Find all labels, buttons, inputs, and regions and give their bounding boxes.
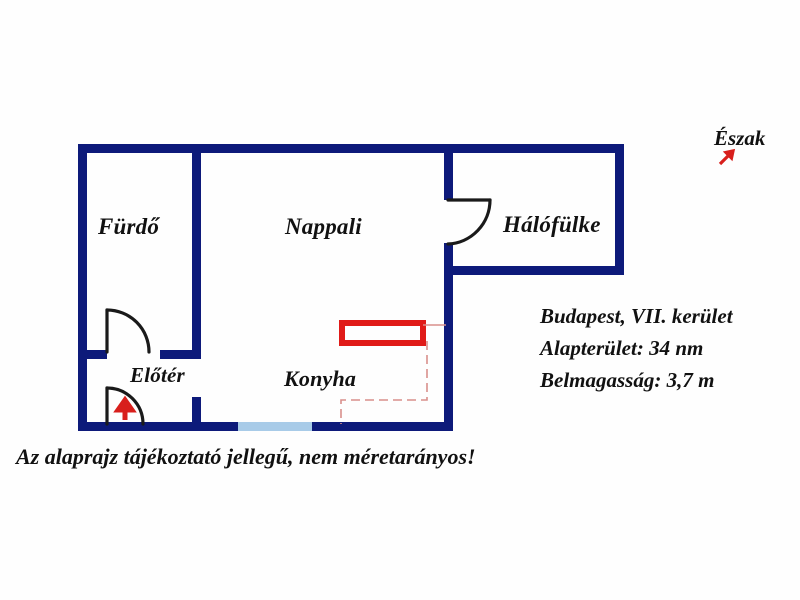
wall-main-right-lower [444,266,453,431]
kitchen-counter [339,320,426,346]
wall-bottom-left [78,422,238,431]
wall-top-main [78,144,624,153]
wall-left-outer [78,144,87,431]
room-label-konyha: Konyha [284,366,357,391]
kitchen-fixture-group [339,320,446,424]
room-label-furdo: Fürdő [98,214,160,239]
wall-right-outer [615,144,624,275]
wall-furdo-eloter-left [78,350,107,359]
wall-bottom-right [312,422,453,431]
property-location: Budapest, VII. kerület [540,304,733,328]
wall-halofulke-bottom [453,266,624,275]
property-ceiling-height: Belmagasság: 3,7 m [540,368,715,392]
entrance-direction-arrow-icon [113,395,137,420]
property-info: Budapest, VII. kerület Alapterület: 34 n… [540,300,733,396]
wall-halofulke-divider-upper [444,144,453,200]
room-label-nappali: Nappali [285,214,362,239]
kitchen-outline [340,341,428,424]
window-bottom [238,422,312,431]
door-group [105,198,492,426]
compass: Észak [714,126,766,166]
plan-disclaimer: Az alaprajz tájékoztató jellegű, nem mér… [16,444,476,469]
wall-left-divider-lower [192,397,201,431]
door-halofulke [446,198,492,246]
property-floor-area: Alapterület: 34 nm [540,336,704,360]
room-label-halofulke: Hálófülke [503,212,601,237]
north-arrow-icon [718,148,736,166]
wall-group [78,144,624,431]
room-label-eloter: Előtér [130,363,185,387]
door-entrance [105,386,145,426]
compass-north-label: Észak [714,126,766,150]
door-furdo [105,308,151,354]
wall-left-divider-upper [192,144,201,356]
wall-furdo-eloter-right [160,350,201,359]
wall-halofulke-divider-lower [444,243,453,271]
